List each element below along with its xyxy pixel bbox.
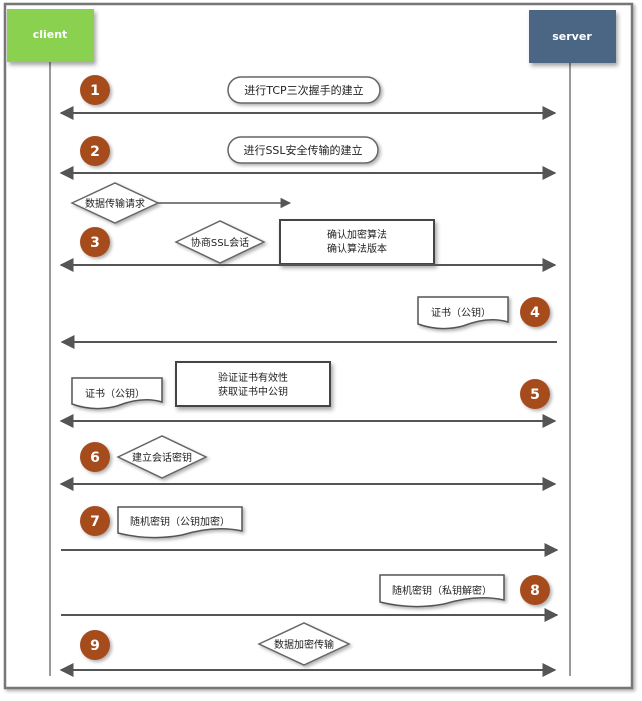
step-label: 数据加密传输 bbox=[274, 638, 334, 651]
step-number: 7 bbox=[90, 514, 100, 530]
document-shape bbox=[71, 377, 163, 410]
step-badge bbox=[80, 442, 110, 472]
step-9: 9 数据加密传输 bbox=[59, 622, 557, 677]
server-actor: server bbox=[529, 10, 616, 63]
step-badge bbox=[80, 630, 110, 660]
client-actor: client bbox=[7, 9, 94, 62]
step-2: 2 进行SSL安全传输的建立 bbox=[59, 136, 557, 180]
step-number: 1 bbox=[90, 83, 100, 99]
note-line-1: 确认加密算法 bbox=[327, 228, 387, 241]
step-8: 随机密钥（私钥解密） 8 bbox=[61, 574, 559, 622]
document-shape bbox=[417, 296, 509, 330]
step-badge bbox=[520, 575, 550, 605]
step-badge bbox=[80, 136, 110, 166]
step-label: 随机密钥（公钥加密） bbox=[130, 515, 230, 528]
step-number: 5 bbox=[530, 387, 540, 403]
note-box bbox=[279, 219, 435, 265]
note-line-2: 确认算法版本 bbox=[327, 242, 387, 255]
step-4: 证书（公钥） 4 bbox=[60, 296, 557, 349]
step-1: 1 进行TCP三次握手的建立 bbox=[59, 75, 557, 120]
step-label: 协商SSL会话 bbox=[191, 236, 249, 249]
request-label: 数据传输请求 bbox=[85, 197, 145, 210]
step-6: 6 建立会话密钥 bbox=[59, 435, 557, 491]
note-line-2: 获取证书中公钥 bbox=[218, 385, 288, 398]
negotiate-diamond bbox=[174, 220, 266, 264]
step-label: 进行TCP三次握手的建立 bbox=[244, 83, 363, 97]
step-badge bbox=[80, 75, 110, 105]
step-badge bbox=[80, 227, 110, 257]
server-box bbox=[529, 10, 616, 63]
note-line-1: 验证证书有效性 bbox=[218, 371, 288, 384]
document-shape bbox=[117, 506, 243, 539]
client-box bbox=[7, 9, 94, 62]
step-number: 6 bbox=[90, 450, 100, 466]
step-number: 3 bbox=[90, 235, 100, 251]
step-number: 8 bbox=[530, 583, 540, 599]
step-number: 2 bbox=[90, 144, 100, 160]
encrypted-transfer-diamond bbox=[257, 622, 351, 666]
step-label-box bbox=[227, 76, 381, 104]
step-badge bbox=[520, 297, 550, 327]
step-badge bbox=[80, 506, 110, 536]
note-box bbox=[175, 361, 331, 407]
client-label: client bbox=[33, 28, 68, 41]
step-label: 证书（公钥） bbox=[431, 306, 491, 319]
session-key-diamond bbox=[116, 435, 208, 479]
document-shape bbox=[379, 574, 505, 608]
step-label-box bbox=[227, 136, 379, 164]
step-badge bbox=[520, 379, 550, 409]
step-number: 4 bbox=[530, 305, 540, 321]
step-label: 随机密钥（私钥解密） bbox=[392, 584, 492, 597]
step-label: 进行SSL安全传输的建立 bbox=[243, 143, 362, 157]
step-label: 证书（公钥） bbox=[85, 387, 145, 400]
step-5: 证书（公钥） 验证证书有效性 获取证书中公钥 5 bbox=[59, 361, 557, 428]
step-number: 9 bbox=[90, 638, 100, 654]
step-7: 7 随机密钥（公钥加密） bbox=[61, 506, 559, 557]
server-label: server bbox=[552, 30, 592, 43]
step-3: 数据传输请求 3 协商SSL会话 确认加密算法 确认算法版本 bbox=[59, 182, 557, 272]
step-label: 建立会话密钥 bbox=[132, 451, 192, 464]
